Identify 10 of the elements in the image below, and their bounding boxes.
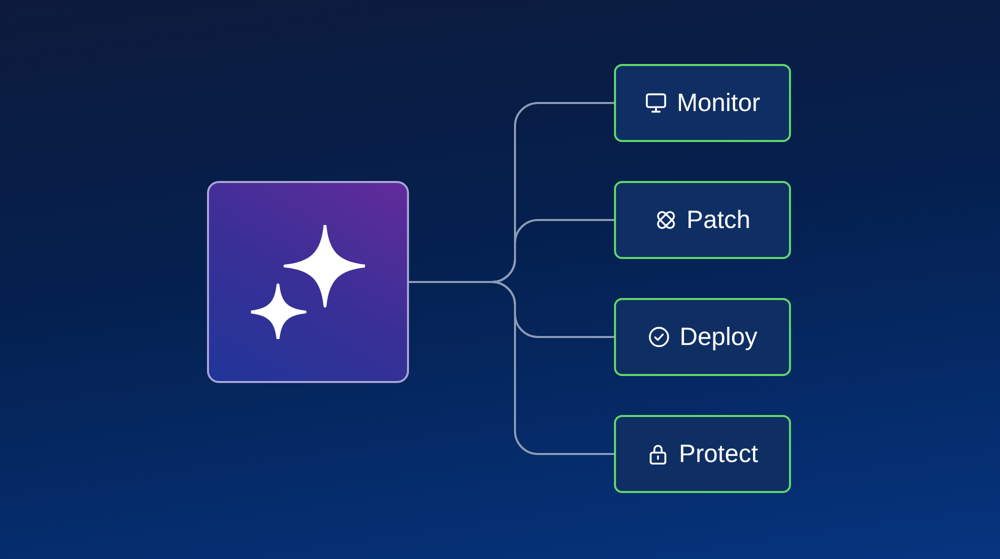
node-label: Deploy <box>680 322 758 352</box>
node-label: Protect <box>678 439 758 469</box>
node-label: Patch <box>686 205 750 235</box>
process-box <box>614 298 791 376</box>
node-label: Monitor <box>676 88 760 118</box>
sparkle-tile <box>207 181 409 383</box>
connector-line <box>409 281 614 455</box>
process-box <box>614 415 791 493</box>
process-box <box>614 64 791 142</box>
process-box <box>614 181 791 259</box>
